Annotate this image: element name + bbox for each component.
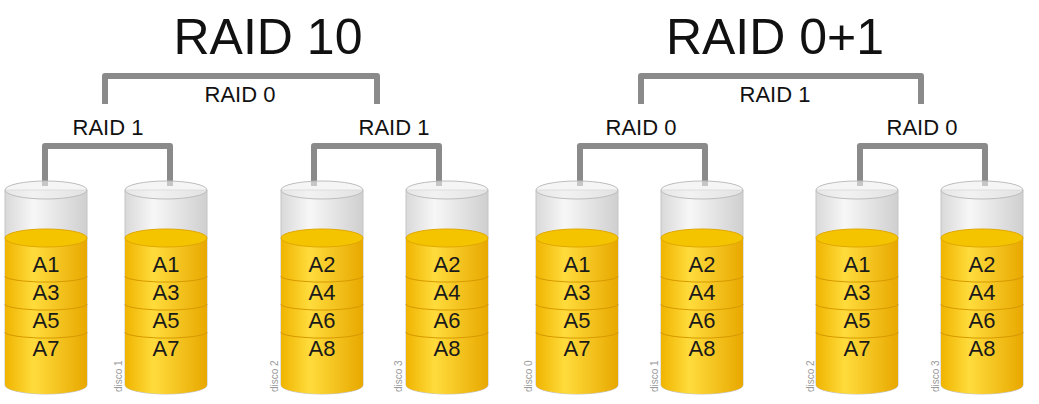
- data-block: A8: [280, 338, 364, 360]
- cylinder-top: [125, 181, 207, 199]
- data-fill: [941, 238, 1023, 394]
- raid-level-label: RAID 0: [603, 117, 680, 139]
- data-block: A5: [124, 310, 208, 332]
- cylinder-top: [281, 181, 363, 199]
- data-fill: [536, 238, 618, 394]
- data-fill-top: [941, 229, 1023, 247]
- data-block: A5: [815, 310, 899, 332]
- data-fill-top: [536, 229, 618, 247]
- cylinder-top: [406, 181, 488, 199]
- data-block: A7: [535, 338, 619, 360]
- data-fill-top: [816, 229, 898, 247]
- disk-label: disco 2: [270, 360, 280, 392]
- data-fill-top: [125, 229, 207, 247]
- data-block: A4: [660, 282, 744, 304]
- disk-cylinder: A1A3A5A7: [124, 180, 208, 396]
- raid-level-label: RAID 1: [356, 117, 433, 139]
- data-block: A5: [4, 310, 88, 332]
- data-block: A4: [940, 282, 1024, 304]
- disk-cylinder: A1A3A5A7: [4, 180, 88, 396]
- data-block: A4: [405, 282, 489, 304]
- disk-label: disco 1: [650, 360, 660, 392]
- data-block: A2: [660, 254, 744, 276]
- raid1-bracket: [314, 146, 439, 186]
- raid1-bracket: [45, 146, 170, 186]
- data-fill: [125, 238, 207, 394]
- data-block: A3: [815, 282, 899, 304]
- data-fill-top: [281, 229, 363, 247]
- cylinder-body: [661, 190, 743, 394]
- cylinder-body: [536, 190, 618, 394]
- cylinder-body: [941, 190, 1023, 394]
- data-fill: [816, 238, 898, 394]
- disk-cylinder: A2A4A6A8: [280, 180, 364, 396]
- cylinder-body: [816, 190, 898, 394]
- cylinder-body: [5, 190, 87, 394]
- data-block: A2: [405, 254, 489, 276]
- raid-level-label: RAID 0: [884, 117, 961, 139]
- raid0-bracket: [580, 146, 705, 186]
- raid-brackets: [45, 76, 985, 186]
- data-fill-top: [406, 229, 488, 247]
- data-fill: [661, 238, 743, 394]
- data-block: A6: [405, 310, 489, 332]
- data-block: A7: [4, 338, 88, 360]
- data-fill-top: [5, 229, 87, 247]
- data-block: A1: [4, 254, 88, 276]
- cylinder-top: [941, 181, 1023, 199]
- disk-cylinder: A1A3A5A7: [815, 180, 899, 396]
- disk-cylinder: A1A3A5A7: [535, 180, 619, 396]
- data-fill-top: [661, 229, 743, 247]
- disk-cylinder: A2A4A6A8: [660, 180, 744, 396]
- data-block: A6: [940, 310, 1024, 332]
- data-block: A2: [280, 254, 364, 276]
- cylinder-body: [281, 190, 363, 394]
- data-block: A6: [660, 310, 744, 332]
- cylinder-body: [406, 190, 488, 394]
- cylinder-top: [5, 181, 87, 199]
- cylinder-top: [661, 181, 743, 199]
- disk-label: disco 3: [394, 360, 404, 392]
- data-fill: [281, 238, 363, 394]
- disk-label: disco 1: [114, 360, 124, 392]
- data-fill: [5, 238, 87, 394]
- disk-cylinder: A2A4A6A8: [405, 180, 489, 396]
- data-block: A8: [405, 338, 489, 360]
- data-block: A4: [280, 282, 364, 304]
- data-block: A7: [124, 338, 208, 360]
- data-block: A3: [4, 282, 88, 304]
- cylinder-top: [536, 181, 618, 199]
- data-block: A8: [940, 338, 1024, 360]
- data-fill: [406, 238, 488, 394]
- data-block: A2: [940, 254, 1024, 276]
- data-block: A6: [280, 310, 364, 332]
- data-block: A1: [124, 254, 208, 276]
- disk-label: disco 0: [524, 360, 534, 392]
- disk-label: disco 2: [806, 360, 816, 392]
- diagram-title: RAID 10: [174, 12, 363, 62]
- cylinder-top: [816, 181, 898, 199]
- raid-level-label: RAID 0: [202, 84, 279, 106]
- disk-cylinder: A2A4A6A8: [940, 180, 1024, 396]
- data-block: A1: [535, 254, 619, 276]
- data-block: A8: [660, 338, 744, 360]
- raid0-bracket: [860, 146, 985, 186]
- data-block: A3: [535, 282, 619, 304]
- data-block: A5: [535, 310, 619, 332]
- data-block: A1: [815, 254, 899, 276]
- disk-label: disco 3: [931, 360, 941, 392]
- cylinder-body: [125, 190, 207, 394]
- diagram-title: RAID 0+1: [666, 12, 884, 62]
- data-block: A7: [815, 338, 899, 360]
- data-block: A3: [124, 282, 208, 304]
- raid-level-label: RAID 1: [737, 84, 814, 106]
- raid-level-label: RAID 1: [70, 117, 147, 139]
